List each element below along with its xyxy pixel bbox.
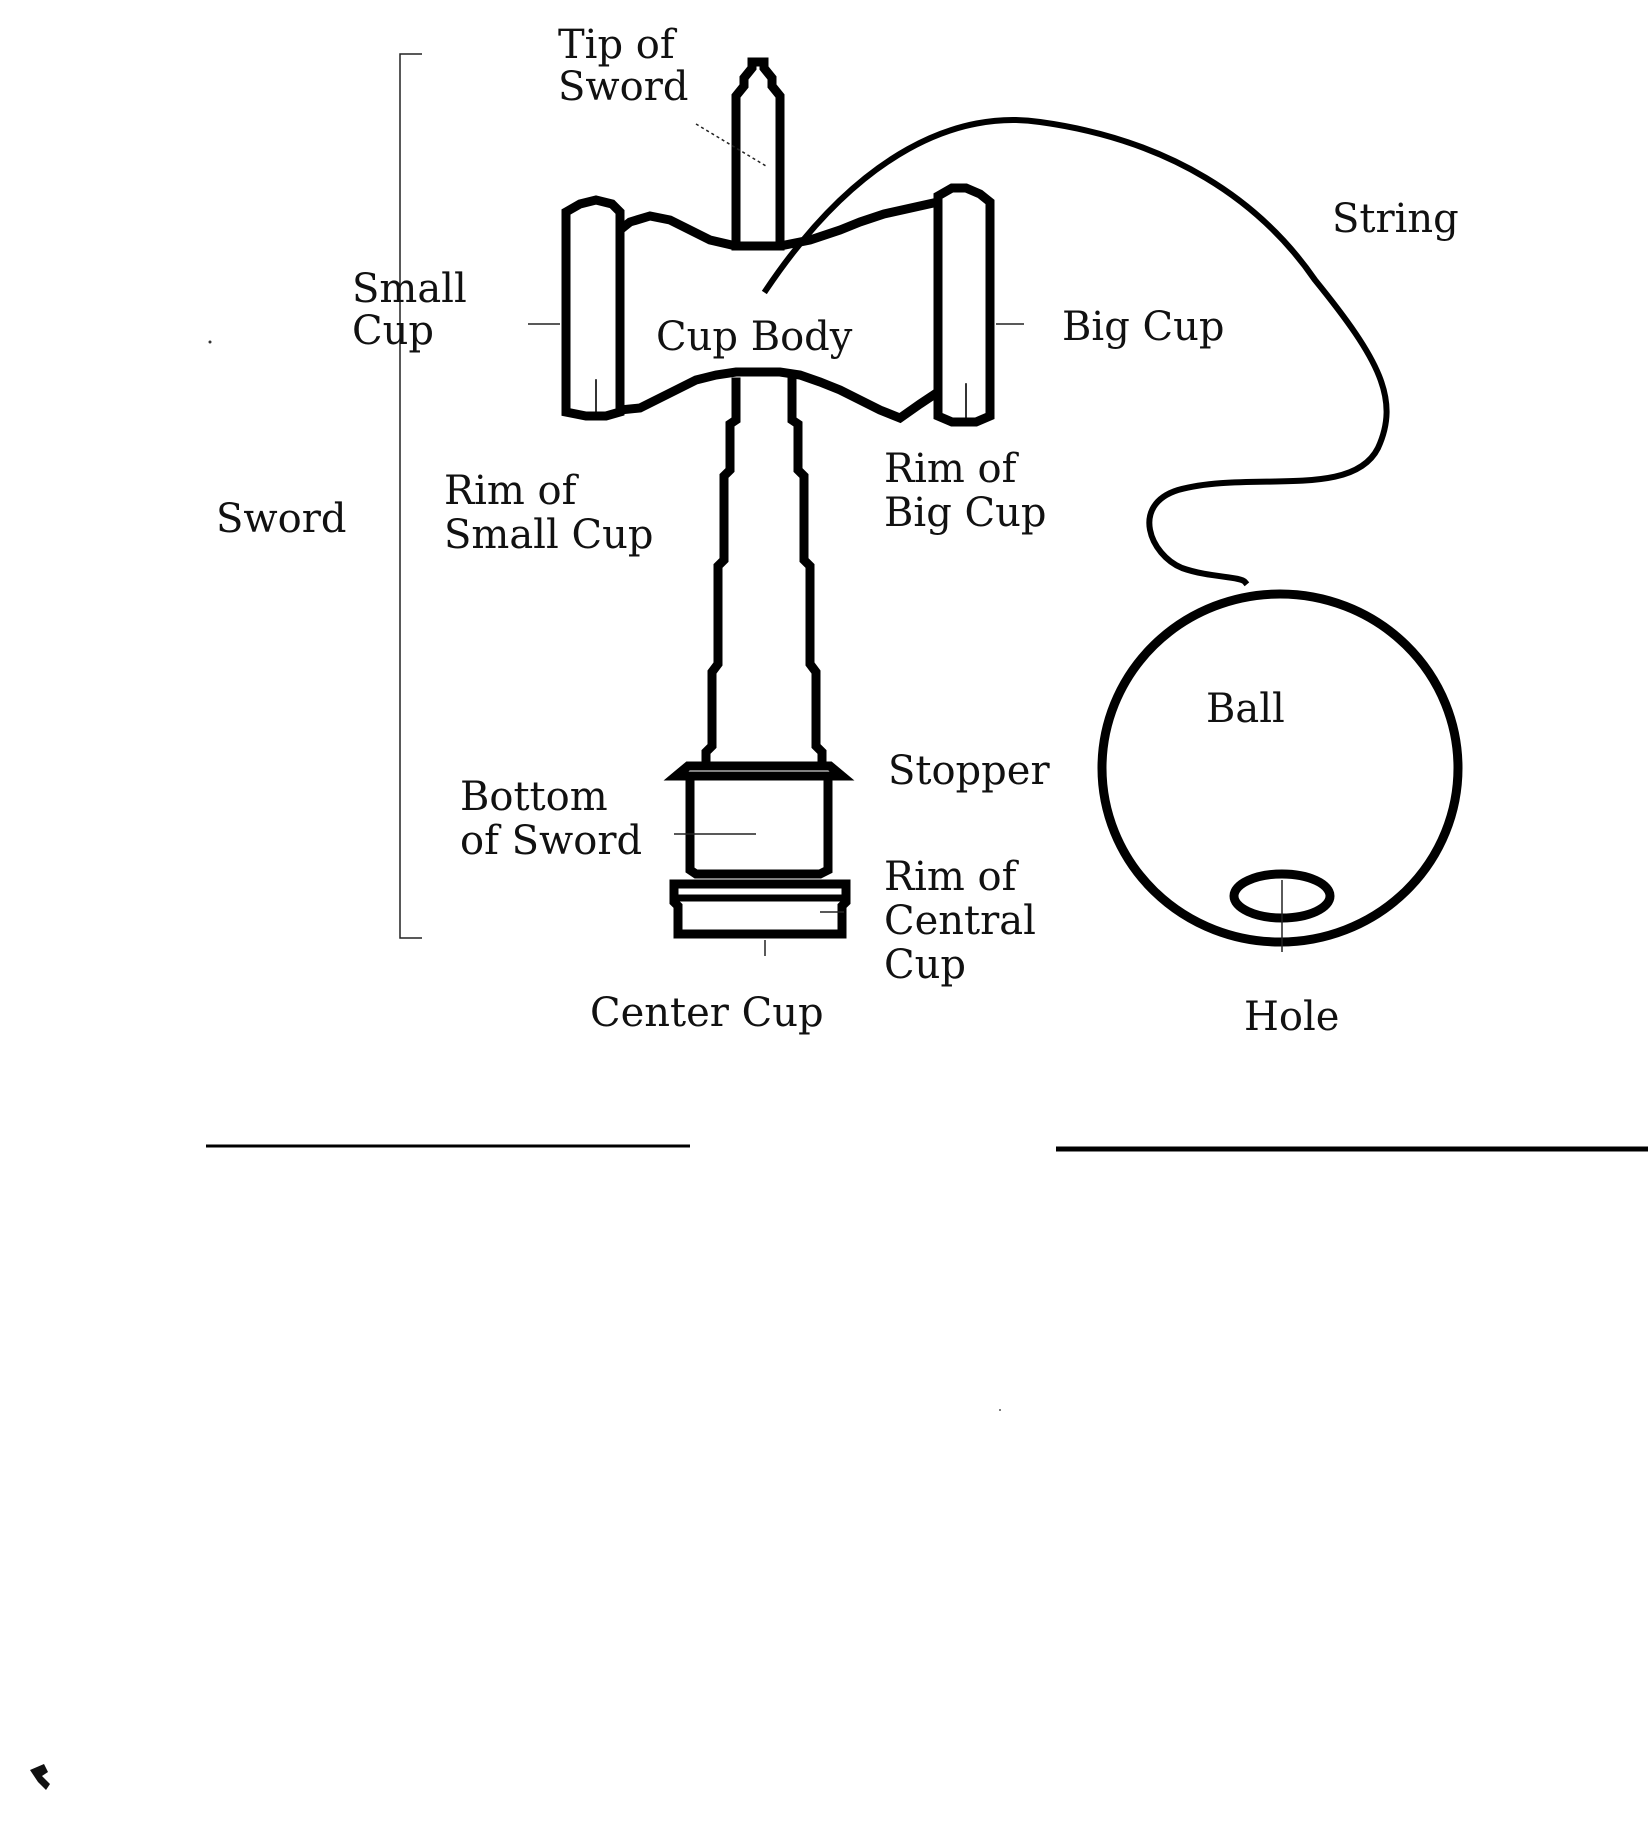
label-bottom-of-sword-2: of Sword (460, 818, 642, 864)
small-cup-shape (561, 195, 625, 421)
label-cup-body: Cup Body (656, 314, 853, 360)
string-line (761, 116, 1390, 587)
tip-of-sword-leader (695, 123, 767, 167)
sword-bracket (399, 53, 422, 939)
ball-shape (1097, 589, 1463, 947)
handle-left-edge (701, 377, 741, 769)
label-rim-small-cup-1: Rim of (444, 468, 580, 514)
label-rim-small-cup-2: Small Cup (444, 512, 653, 558)
label-stopper: Stopper (888, 748, 1050, 794)
label-small-cup-1: Small (352, 266, 467, 312)
label-sword: Sword (216, 496, 346, 542)
label-tip-of-sword-2: Sword (558, 64, 688, 110)
label-rim-central-cup-3: Cup (884, 942, 966, 988)
big-cup-shape (933, 183, 995, 427)
label-rim-big-cup-2: Big Cup (884, 490, 1046, 536)
scan-speck (208, 340, 212, 344)
label-big-cup: Big Cup (1062, 304, 1224, 350)
label-rim-central-cup-2: Central (884, 898, 1036, 944)
label-tip-of-sword-1: Tip of (558, 22, 678, 68)
label-bottom-of-sword-1: Bottom (460, 774, 608, 820)
label-ball: Ball (1206, 686, 1285, 732)
center-cup-shape (669, 879, 851, 939)
stopper-shape (663, 761, 855, 781)
label-small-cup-2: Cup (352, 308, 434, 354)
label-rim-central-cup-1: Rim of (884, 854, 1020, 900)
label-rim-big-cup-1: Rim of (884, 446, 1020, 492)
cup-body-shape (615, 196, 943, 424)
bottom-of-sword-shape (685, 773, 833, 879)
label-center-cup: Center Cup (590, 990, 824, 1036)
handle-right-edge (787, 377, 827, 769)
sword-tip (731, 57, 785, 251)
label-string: String (1332, 196, 1459, 242)
label-hole: Hole (1244, 994, 1339, 1040)
scan-mark (30, 1764, 50, 1790)
scan-speck (999, 1409, 1001, 1411)
